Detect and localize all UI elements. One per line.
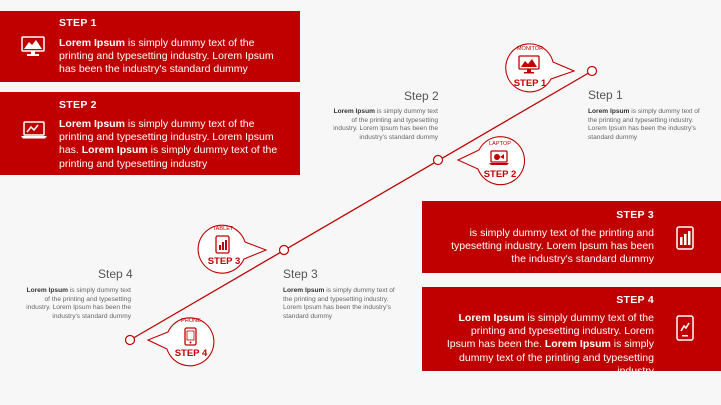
step3-heading: Step 3 [283, 267, 318, 281]
bubble-step1-label: MONITOR [516, 46, 544, 52]
card-step4: STEP 4 Lorem Ipsum is simply dummy text … [422, 287, 721, 371]
timeline-node-4 [124, 334, 136, 346]
card-step1: STEP 1 Lorem Ipsum is simply dummy text … [0, 11, 300, 82]
step1-description: Lorem Ipsum is simply dummy text of the … [588, 108, 700, 141]
timeline-line [129, 70, 593, 341]
bubble-step3-label: TABLET [212, 226, 234, 232]
monitor-icon [21, 36, 45, 56]
step2-heading: Step 2 [404, 89, 439, 103]
card-step1-title: STEP 1 [59, 17, 97, 29]
bubble-step4 [146, 317, 215, 367]
card-step1-text: Lorem Ipsum is simply dummy text of the … [59, 37, 274, 76]
bubble-step2-step: STEP 2 [483, 169, 517, 180]
card-step2: STEP 2 Lorem Ipsum is simply dummy text … [0, 92, 300, 175]
step4-description: Lorem Ipsum is simply dummy text of the … [26, 287, 131, 320]
card-step3-title: STEP 3 [616, 209, 654, 221]
step3-description: Lorem Ipsum is simply dummy text of the … [283, 287, 395, 320]
card-step4-text: Lorem Ipsum is simply dummy text of the … [446, 312, 654, 371]
phone-icon [184, 327, 197, 346]
timeline-node-2 [432, 154, 444, 166]
card-step4-title: STEP 4 [616, 294, 654, 306]
bubble-step1-step: STEP 1 [513, 78, 547, 89]
card-step2-text: Lorem Ipsum is simply dummy text of the … [59, 118, 278, 170]
card-step3: STEP 3 is simply dummy text of the print… [422, 201, 721, 273]
bubble-step4-step: STEP 4 [174, 348, 208, 359]
laptop-icon [21, 121, 47, 139]
phone-icon [676, 315, 694, 341]
bubble-step3-step: STEP 3 [207, 256, 241, 267]
card-step3-text: is simply dummy text of the printing and… [451, 227, 654, 266]
step2-description: Lorem Ipsum is simply dummy text of the … [333, 108, 438, 141]
bubble-step2-label: LAPTOP [489, 141, 511, 147]
tablet-icon [215, 235, 230, 254]
timeline-node-1 [586, 65, 598, 77]
bubble-step4-label: PHONE [181, 318, 201, 324]
laptop-icon [489, 150, 509, 165]
monitor-icon [518, 55, 540, 74]
tablet-icon [676, 226, 694, 250]
card-step2-title: STEP 2 [59, 99, 97, 111]
bubble-step3 [197, 224, 268, 274]
step4-heading: Step 4 [98, 267, 133, 281]
timeline-node-3 [278, 244, 290, 256]
step1-heading: Step 1 [588, 88, 623, 102]
